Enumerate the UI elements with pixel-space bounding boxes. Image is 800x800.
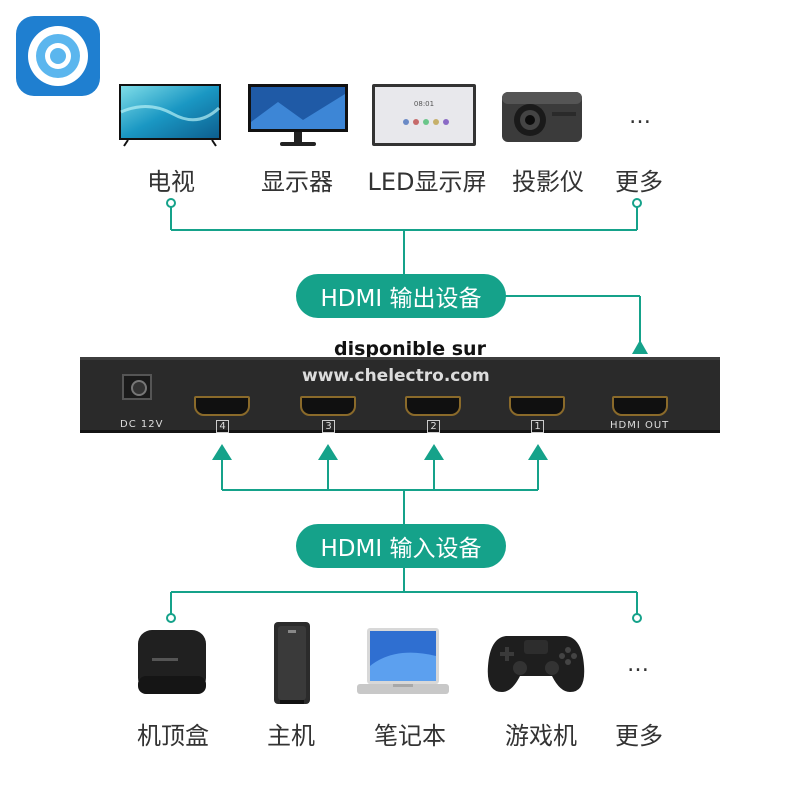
game-controller-image <box>486 626 586 700</box>
more-output-symbol: … <box>629 104 651 129</box>
tv-image <box>118 82 222 152</box>
set-top-box-image <box>136 628 208 702</box>
hdmi-in-port-1 <box>509 396 565 416</box>
label-laptop: 笔记本 <box>374 722 446 750</box>
port-number-4: 4 <box>216 420 229 433</box>
label-led-display: LED显示屏 <box>367 168 487 196</box>
port-number-3: 3 <box>322 420 335 433</box>
label-more-output: 更多 <box>615 168 663 196</box>
label-monitor: 显示器 <box>261 168 333 196</box>
watermark-line1: disponible sur <box>334 338 486 360</box>
hdmi-in-port-4 <box>194 396 250 416</box>
hdmi-in-port-3 <box>300 396 356 416</box>
label-desktop-host: 主机 <box>267 722 315 750</box>
monitor-image <box>248 82 348 152</box>
hdmi-out-label: HDMI OUT <box>610 420 670 431</box>
watermark-line2: www.chelectro.com <box>302 366 490 386</box>
hdmi-switch: DC 12V 4 3 2 1 HDMI OUT <box>80 357 720 433</box>
hdmi-out-port <box>612 396 668 416</box>
led-display-image: 08:01 <box>372 84 476 152</box>
label-game-console: 游戏机 <box>505 722 577 750</box>
hdmi-input-pill: HDMI 输入设备 <box>296 524 506 568</box>
label-projector: 投影仪 <box>512 168 584 196</box>
projector-image <box>500 82 584 152</box>
dc-power-port <box>122 374 152 400</box>
label-set-top-box: 机顶盒 <box>137 722 209 750</box>
svg-text:08:01: 08:01 <box>414 100 434 108</box>
brand-logo <box>16 16 100 96</box>
dc-power-label: DC 12V <box>120 419 164 430</box>
hdmi-in-port-2 <box>405 396 461 416</box>
more-input-symbol: … <box>627 652 649 677</box>
desktop-host-image <box>272 620 312 710</box>
label-tv: 电视 <box>147 168 195 196</box>
laptop-image <box>355 626 451 704</box>
label-more-input: 更多 <box>615 722 663 750</box>
hdmi-output-pill: HDMI 输出设备 <box>296 274 506 318</box>
port-number-2: 2 <box>427 420 440 433</box>
port-number-1: 1 <box>531 420 544 433</box>
